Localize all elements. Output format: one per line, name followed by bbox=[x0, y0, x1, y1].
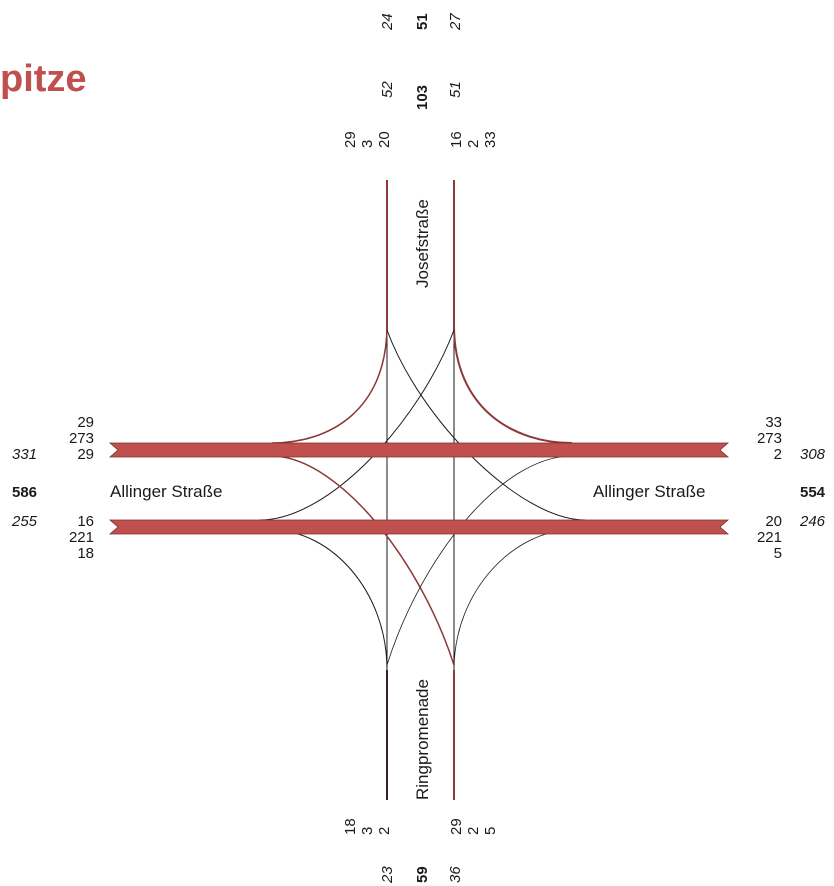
east-upper-total: 308 bbox=[800, 446, 826, 463]
east-sum: 554 bbox=[800, 484, 826, 501]
west-lower-lane: 221 bbox=[69, 529, 94, 546]
west-east-lower-band bbox=[108, 519, 730, 535]
road-name-south: Ringpromenade bbox=[413, 679, 432, 800]
west-east-upper-band bbox=[108, 442, 730, 458]
north-in-total: 24 bbox=[379, 13, 396, 31]
turn-north-east bbox=[453, 324, 573, 444]
north-out-lane: 16 bbox=[448, 131, 465, 148]
north-out-peak: 51 bbox=[447, 81, 464, 98]
west-upper-lane: 29 bbox=[77, 414, 94, 431]
east-upper-lane: 33 bbox=[765, 414, 782, 431]
south-out-total: 36 bbox=[447, 866, 464, 883]
north-sum-peak: 103 bbox=[414, 85, 431, 110]
turn-west-north bbox=[259, 329, 455, 521]
south-in-lane: 18 bbox=[342, 818, 359, 835]
west-lower-lane: 16 bbox=[77, 513, 94, 530]
turn-north-west bbox=[271, 324, 388, 444]
turn-south-west bbox=[271, 529, 388, 671]
east-lower-lane: 20 bbox=[765, 513, 782, 530]
page-title: pitze bbox=[0, 58, 87, 100]
west-upper-total: 331 bbox=[12, 446, 37, 463]
turn-east-south bbox=[386, 455, 573, 666]
north-out-lane: 33 bbox=[482, 131, 499, 148]
south-out-lane: 29 bbox=[448, 818, 465, 835]
south-out-lane: 2 bbox=[465, 827, 482, 835]
east-lower-total: 246 bbox=[799, 513, 826, 530]
road-name-west: Allinger Straße bbox=[110, 482, 222, 501]
south-out-lane: 5 bbox=[482, 827, 499, 835]
south-sum: 59 bbox=[414, 866, 431, 883]
turn-south-east bbox=[453, 529, 573, 671]
east-lower-lane: 221 bbox=[757, 529, 782, 546]
east-upper-lane: 273 bbox=[757, 430, 782, 447]
north-in-lane: 29 bbox=[342, 131, 359, 148]
south-in-lane: 2 bbox=[376, 827, 393, 835]
south-in-total: 23 bbox=[379, 866, 396, 884]
south-in-lane: 3 bbox=[359, 827, 376, 835]
north-in-lane: 20 bbox=[376, 131, 393, 148]
road-name-east: Allinger Straße bbox=[593, 482, 705, 501]
west-lower-total: 255 bbox=[11, 513, 38, 530]
turn-west-south bbox=[274, 455, 455, 666]
west-upper-lane: 273 bbox=[69, 430, 94, 447]
east-upper-lane: 2 bbox=[774, 446, 782, 463]
east-lower-lane: 5 bbox=[774, 545, 782, 562]
north-sum: 51 bbox=[414, 13, 431, 30]
north-out-lane: 2 bbox=[465, 140, 482, 148]
north-in-peak: 52 bbox=[379, 81, 396, 98]
road-name-north: Josefstraße bbox=[413, 199, 432, 288]
north-out-total: 27 bbox=[447, 13, 464, 31]
west-lower-lane: 18 bbox=[77, 545, 94, 562]
west-upper-lane: 29 bbox=[77, 446, 94, 463]
west-sum: 586 bbox=[12, 484, 37, 501]
north-in-lane: 3 bbox=[359, 140, 376, 148]
turn-north-south-cross bbox=[386, 329, 586, 521]
